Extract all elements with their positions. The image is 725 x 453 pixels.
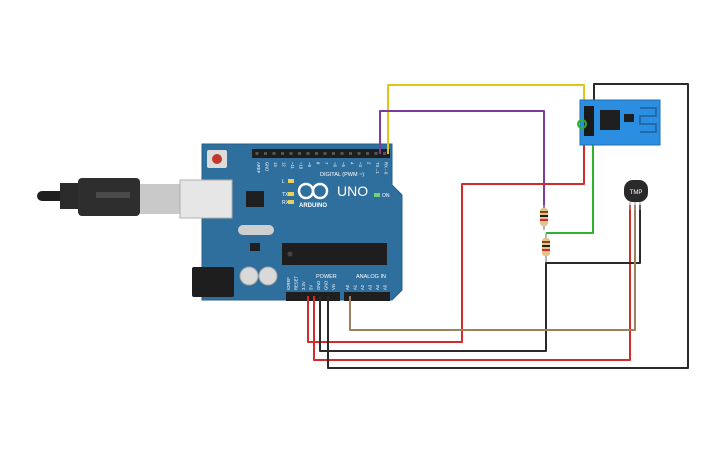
wire-yellow [387,84,585,154]
analog-pin-label: A1 [353,284,358,290]
power-label: POWER [316,274,337,280]
resistor-2 [542,233,550,262]
digital-pin-label: 13 [273,162,278,167]
usb-jack [179,179,233,219]
digital-pin-label: ~10 [299,162,304,170]
uno-model-text: UNO [337,183,368,199]
wire-black-res [319,205,641,352]
power-pin-label: RESET [294,276,299,290]
digital-pin-label: 4 [350,162,355,165]
digital-label: DIGITAL (PWM ~) [320,172,364,178]
wire-red-esp [307,140,585,343]
arduino-logo: ARDUINO UNO [297,182,368,209]
analog-pin-label: A5 [383,284,388,290]
tx-led-label: TX [282,192,289,198]
power-pin-label: 5V [309,285,314,290]
wire-purple [379,110,545,210]
power-pin-label: GND [324,281,329,290]
digital-pin-label: TX→1 [375,162,380,175]
digital-pin-label: 8 [316,162,321,165]
power-pin-label: IOREF [286,277,291,290]
wire-brown [349,205,636,331]
power-jack [192,267,234,297]
digital-pin-label: ~3 [358,162,363,167]
analog-pin-label: A0 [345,284,350,290]
wire-red-tmp [313,205,631,361]
digital-pin-label: 2 [367,162,372,165]
analog-pin-label: A3 [368,284,373,290]
digital-pin-label: RX←0 [384,162,389,175]
power-pin-label: GND [316,281,321,290]
digital-pin-label: GND [265,162,270,171]
digital-pin-label: 12 [282,162,287,167]
analog-pin-label: A2 [360,284,365,290]
power-pin-label: Vin [331,283,336,290]
wire-green [546,130,594,234]
resistor-1 [540,205,548,230]
power-pin-label: 3.3V [301,281,306,290]
digital-pin-label: 7 [324,162,329,165]
digital-pin-label: ~6 [333,162,338,167]
wire-black-esp [327,83,689,369]
digital-pin-label: ~5 [341,162,346,167]
digital-pin-label: ~9 [307,162,312,167]
on-led-label: ON [382,193,390,199]
digital-pin-label: AREF [256,162,261,174]
analog-pin-label: A4 [375,284,380,290]
analog-label: ANALOG IN [356,274,386,280]
l-led-label: L [282,179,285,185]
rx-led-label: RX [282,200,290,206]
digital-pin-label: ~11 [290,162,295,169]
arduino-brand-text: ARDUINO [299,203,327,209]
esp8266-module [577,99,661,146]
tmp-label: TMP [630,190,643,196]
atmega-chip [282,243,387,265]
wires [307,83,689,369]
tmp-sensor: TMP [624,180,648,210]
